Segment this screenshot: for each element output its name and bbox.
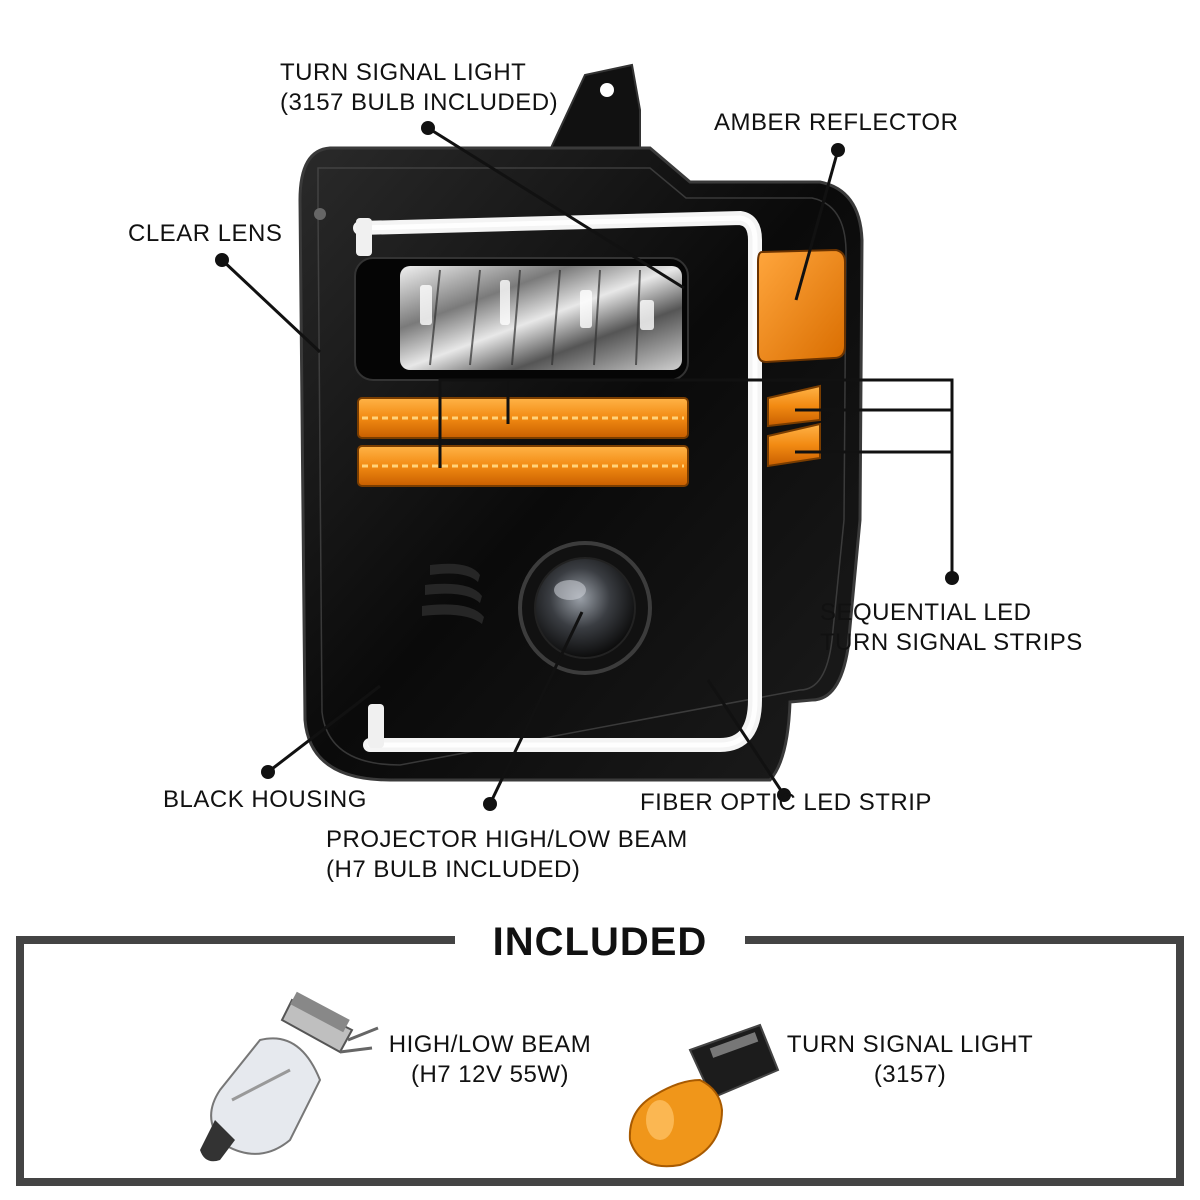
h7-bulb-icon (200, 991, 379, 1162)
side-led-upper (767, 384, 821, 428)
included-item-h7: HIGH/LOW BEAM (H7 12V 55W) (388, 1031, 592, 1088)
included-frame (16, 936, 1184, 1186)
callout-fiber-optic: FIBER OPTIC LED STRIP (640, 789, 932, 816)
lens-screw (314, 208, 326, 220)
leader-lines (220, 126, 954, 805)
callout-sequential-led: SEQUENTIAL LED TURN SIGNAL STRIPS (820, 599, 1083, 656)
callout-black-housing: BLACK HOUSING (163, 786, 367, 813)
3157-bulb-icon (628, 1023, 780, 1168)
callout-amber-reflector: AMBER REFLECTOR (714, 109, 959, 136)
callout-clear-lens: CLEAR LENS (128, 220, 283, 247)
bracket-hole (600, 83, 614, 97)
turn-signal-reflector (400, 266, 682, 370)
housing-vents (422, 563, 484, 624)
clear-lens (317, 167, 847, 766)
leader-dots (215, 121, 959, 811)
projector-lens (534, 557, 636, 659)
included-title: INCLUDED (455, 915, 745, 969)
callout-turn-signal-light: TURN SIGNAL LIGHT (3157 BULB INCLUDED) (280, 59, 559, 116)
callout-projector: PROJECTOR HIGH/LOW BEAM (H7 BULB INCLUDE… (326, 826, 688, 883)
side-led-lower (767, 422, 821, 468)
included-item-3157: TURN SIGNAL LIGHT (3157) (786, 1031, 1034, 1088)
amber-reflector (757, 248, 846, 364)
